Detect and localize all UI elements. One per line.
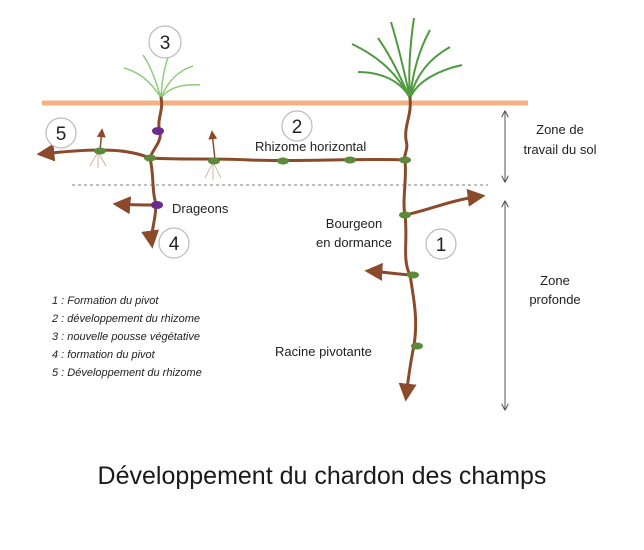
legend-item: 1 : Formation du pivot xyxy=(52,295,159,307)
svg-text:4: 4 xyxy=(169,234,180,255)
step-marker-2: 2 xyxy=(281,110,313,142)
step-marker-5: 5 xyxy=(45,117,77,149)
legend-item: 4 : formation du pivot xyxy=(52,349,156,361)
bourgeon-label-line1: Bourgeon xyxy=(326,216,382,231)
step-markers: 3 2 5 4 1 xyxy=(45,25,457,260)
figure-caption: Développement du chardon des champs xyxy=(97,462,547,490)
mature-plant-leaves xyxy=(351,17,463,99)
young-shoot-leaves xyxy=(123,51,201,99)
racine-pivotante-label: Racine pivotante xyxy=(275,344,372,359)
legend: 1 : Formation du pivot 2 : développement… xyxy=(51,295,202,379)
svg-text:1: 1 xyxy=(436,235,447,256)
drageons-label: Drageons xyxy=(172,201,229,216)
legend-item: 3 : nouvelle pousse végétative xyxy=(52,331,200,343)
svg-text:3: 3 xyxy=(160,33,171,54)
rhizome-horizontal-label: Rhizome horizontal xyxy=(255,139,366,154)
svg-text:5: 5 xyxy=(56,124,67,145)
bud-nodes xyxy=(94,147,423,350)
rootlets xyxy=(89,151,222,180)
step-marker-1: 1 xyxy=(425,228,457,260)
zone-travail-label-line1: Zone de xyxy=(536,122,584,137)
bud-shoots xyxy=(96,128,218,161)
legend-item: 2 : développement du rhizome xyxy=(51,313,200,325)
step-marker-3: 3 xyxy=(148,25,182,59)
zone-profonde-label-line1: Zone xyxy=(540,273,570,288)
zone-travail-label-line2: travail du sol xyxy=(524,142,597,157)
purple-buds xyxy=(151,127,164,209)
svg-text:2: 2 xyxy=(292,117,303,138)
zone-profonde-label-line2: profonde xyxy=(529,292,580,307)
legend-item: 5 : Développement du rhizome xyxy=(52,367,202,379)
step-marker-4: 4 xyxy=(158,227,190,259)
bourgeon-label-line2: en dormance xyxy=(316,235,392,250)
